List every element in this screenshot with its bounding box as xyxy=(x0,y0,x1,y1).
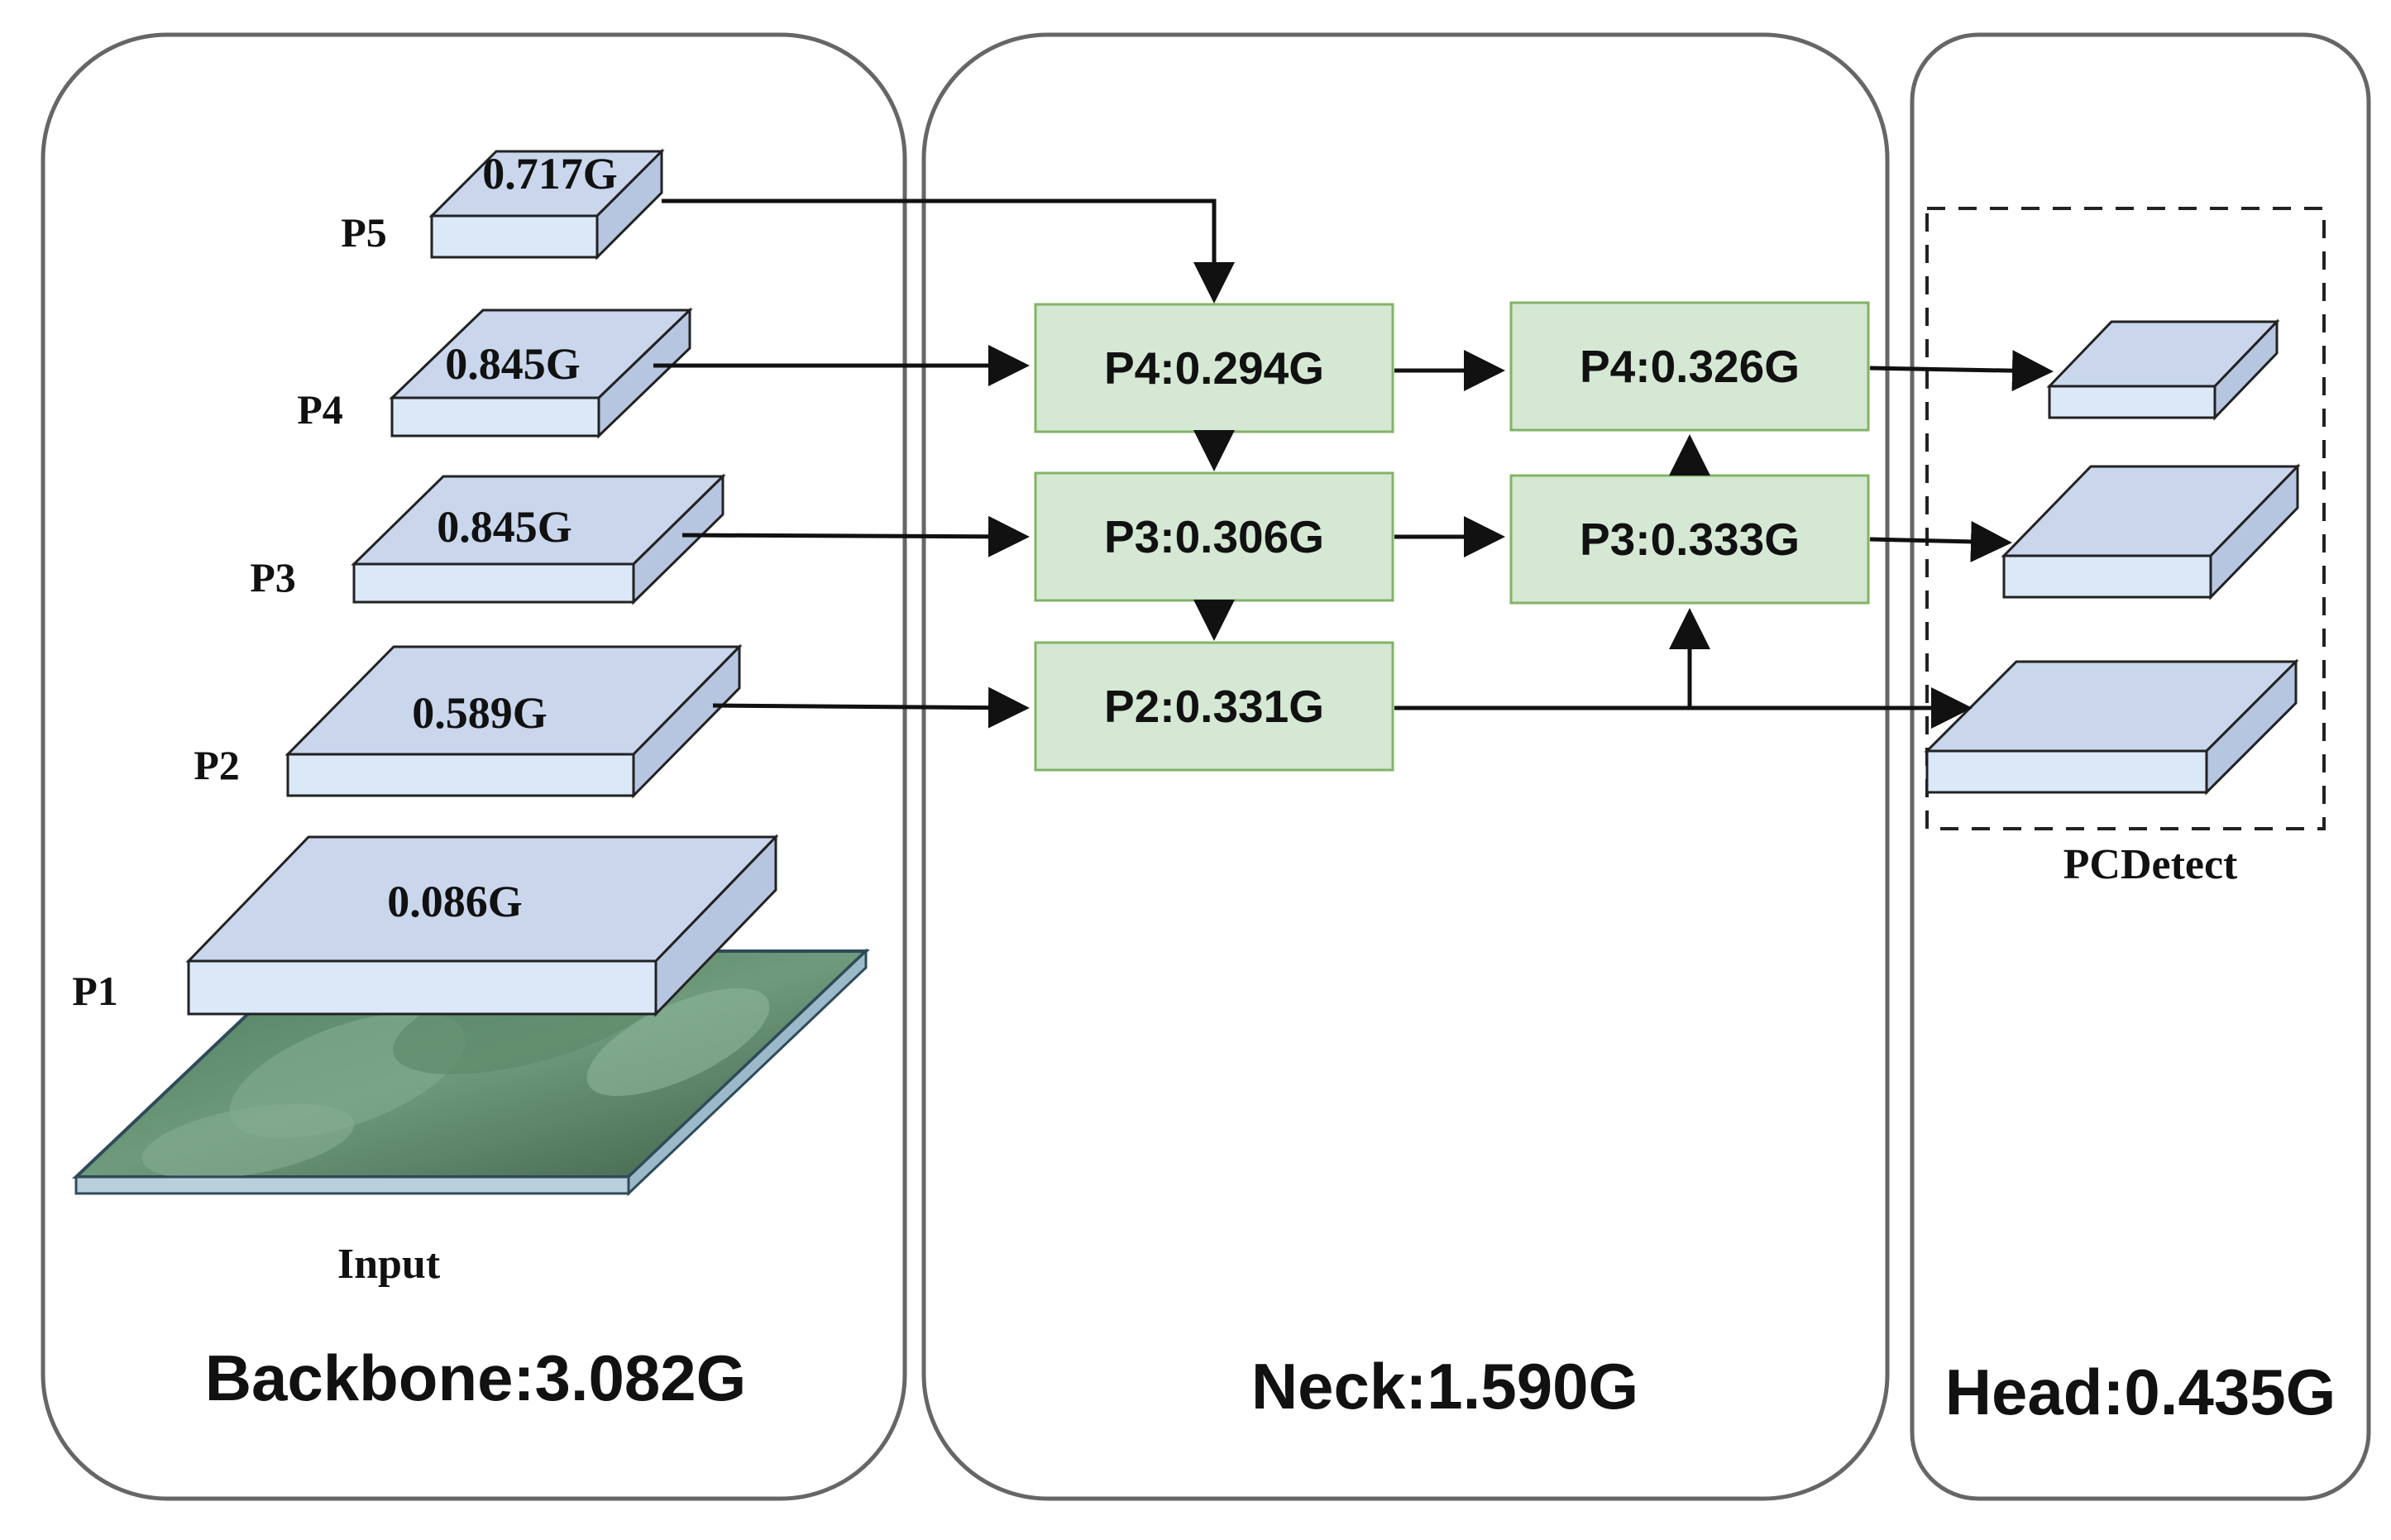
neck-module-p4-bu: P4:0.326G xyxy=(1509,301,1870,432)
neck-module-p3-td: P3:0.306G xyxy=(1034,471,1394,602)
slab-p4 xyxy=(389,307,693,439)
arrow-p3bu-to-head xyxy=(1869,520,2012,562)
slab-p3-flops: 0.845G xyxy=(437,502,572,552)
neck-module-p2-td-label: P2:0.331G xyxy=(1104,681,1324,732)
head-output-small xyxy=(2046,318,2280,421)
neck-module-p3-bu: P3:0.333G xyxy=(1509,474,1870,605)
slab-p2 xyxy=(285,643,743,799)
neck-panel xyxy=(921,32,1890,1501)
arrow-p5-to-p4-td xyxy=(662,198,1235,304)
head-title: Head:0.435G xyxy=(1945,1356,2336,1428)
level-label-p2: P2 xyxy=(194,742,240,788)
neck-module-p3-bu-label: P3:0.333G xyxy=(1580,514,1800,565)
arrow-p3-to-p3-td xyxy=(681,515,1030,557)
slab-p5 xyxy=(428,148,665,261)
backbone-panel xyxy=(41,32,907,1501)
neck-module-p4-td-label: P4:0.294G xyxy=(1104,342,1324,394)
input-label: Input xyxy=(337,1241,441,1288)
pcdetect-region xyxy=(1925,207,2326,830)
connections xyxy=(653,198,2054,729)
level-label-p4: P4 xyxy=(297,386,343,433)
backbone-title: Backbone:3.082G xyxy=(205,1342,747,1414)
arrow-p4bu-to-head xyxy=(1869,350,2054,392)
arrow-p2-to-p2-td xyxy=(712,686,1030,729)
neck-title: Neck:1.590G xyxy=(1251,1350,1638,1423)
slab-p4-flops: 0.845G xyxy=(445,339,581,389)
head-output-large xyxy=(1924,658,2299,796)
slab-p1-flops: 0.086G xyxy=(387,877,523,926)
level-label-p3: P3 xyxy=(250,554,296,600)
head-panel xyxy=(1910,32,2371,1501)
head-output-medium xyxy=(2001,463,2301,600)
level-label-p1: P1 xyxy=(72,968,118,1014)
neck-module-p2-td: P2:0.331G xyxy=(1034,641,1394,772)
neck-module-p4-td: P4:0.294G xyxy=(1034,303,1394,433)
slab-p2-flops: 0.589G xyxy=(412,688,548,738)
slab-p5-flops: 0.717G xyxy=(482,149,618,198)
neck-module-p4-bu-label: P4:0.326G xyxy=(1580,341,1800,392)
slab-p3 xyxy=(351,473,726,605)
slab-p1 xyxy=(185,834,779,1017)
pcdetect-label: PCDetect xyxy=(2063,841,2238,888)
level-label-p5: P5 xyxy=(341,209,387,256)
neck-module-p3-td-label: P3:0.306G xyxy=(1104,511,1324,562)
